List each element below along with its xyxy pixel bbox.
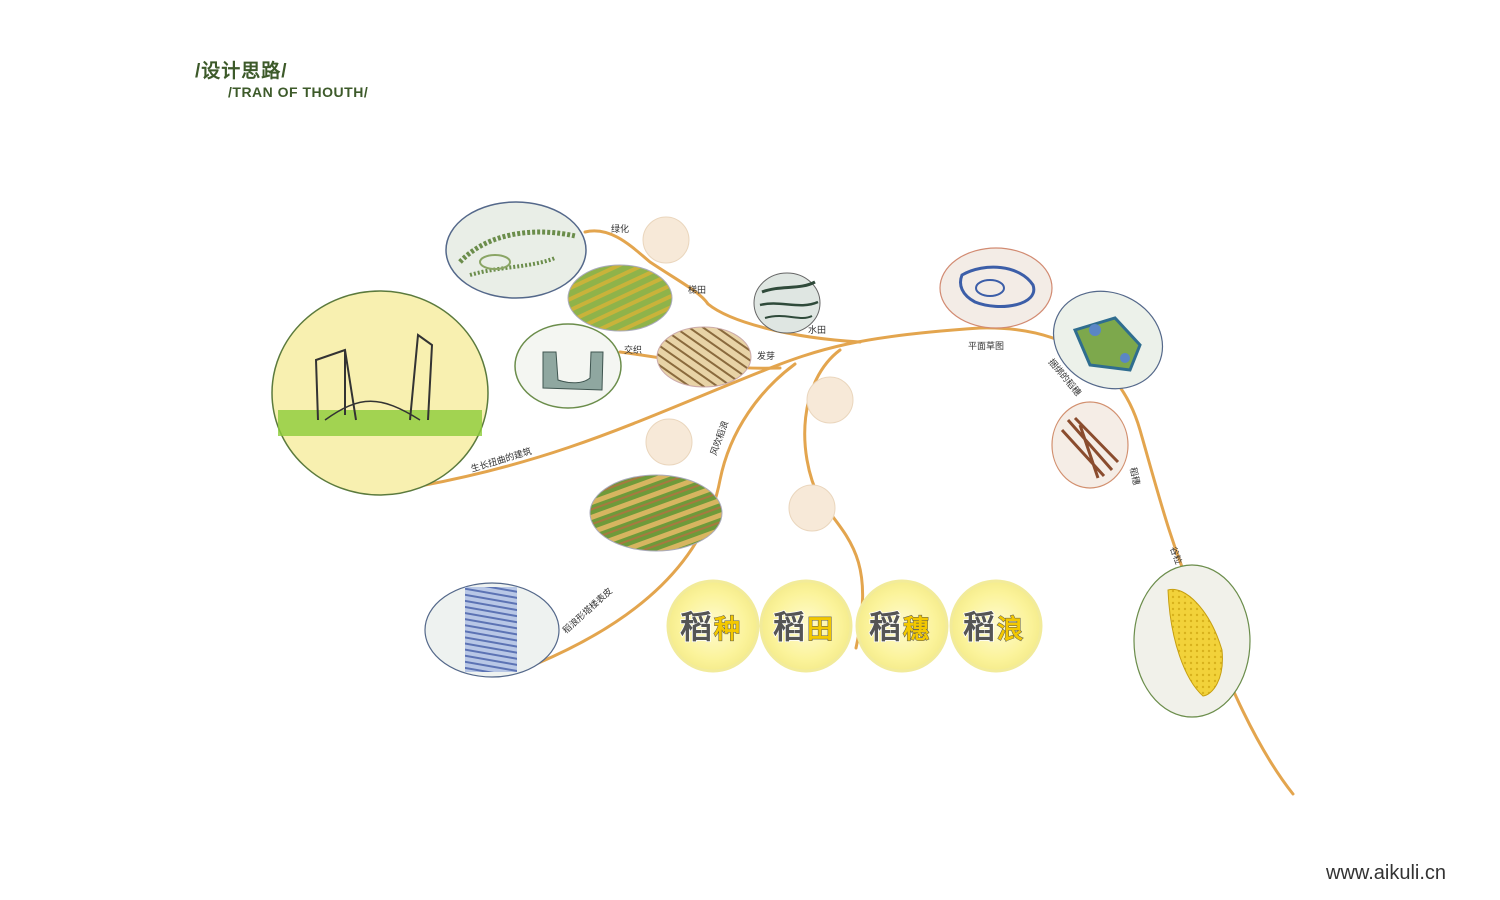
label-paddy: 水田 [808, 324, 826, 336]
concept-wave: 稻 浪 [949, 579, 1043, 673]
label-terrace: 梯田 [688, 284, 706, 296]
label-rice-ear: 稻穗 [1127, 466, 1142, 486]
concept-circles: 稻 种 稻 田 稻 穗 稻 浪 [666, 579, 1043, 673]
page-subtitle: /TRAN OF THOUTH/ [228, 84, 369, 100]
node-rice-ear-image [1051, 401, 1129, 489]
branch-lines [418, 229, 1295, 796]
node-paddy-sketch-image [753, 272, 821, 334]
node-plan-sketch-image [939, 247, 1053, 329]
label-sprout: 发芽 [757, 350, 775, 362]
decorative-bubbles [642, 216, 854, 532]
label-grain: 谷粒 [1167, 545, 1184, 566]
concept-ear-char1: 稻 [869, 608, 901, 646]
label-weave: 交织 [624, 344, 642, 356]
bubble-3 [645, 418, 693, 466]
label-greening: 绿化 [611, 223, 629, 235]
concept-field: 稻 田 [759, 579, 853, 673]
label-twisted-building: 生长扭曲的建筑 [469, 445, 533, 475]
node-greening-plan-image [445, 201, 587, 299]
image-nodes [271, 201, 1251, 718]
concept-seed-char1: 稻 [680, 608, 712, 646]
node-tower-skin-image [424, 582, 560, 678]
concept-wave-char1: 稻 [963, 608, 995, 646]
bubble-4 [788, 484, 836, 532]
site-watermark: www.aikuli.cn [1326, 862, 1447, 884]
concept-ear: 稻 穗 [855, 579, 949, 673]
node-terrace-image [567, 264, 673, 332]
node-grain-image [1133, 564, 1251, 718]
node-wind-waves-image [589, 474, 723, 552]
node-sprout-image [656, 326, 752, 388]
concept-ear-char2: 穗 [903, 615, 929, 645]
concept-seed: 稻 种 [666, 579, 760, 673]
concept-seed-char2: 种 [714, 615, 740, 645]
page-title: /设计思路/ [195, 61, 288, 82]
bubble-2 [806, 376, 854, 424]
concept-field-char2: 田 [807, 615, 833, 645]
node-bundled-ears-image [1052, 290, 1164, 390]
label-plan-sketch: 平面草图 [968, 340, 1004, 352]
node-weave-model-image [514, 323, 622, 409]
concept-field-char1: 稻 [773, 608, 805, 646]
bubble-1 [642, 216, 690, 264]
node-twisted-building-image [271, 290, 489, 496]
branch-wind [534, 362, 797, 666]
concept-wave-char2: 浪 [997, 614, 1023, 645]
